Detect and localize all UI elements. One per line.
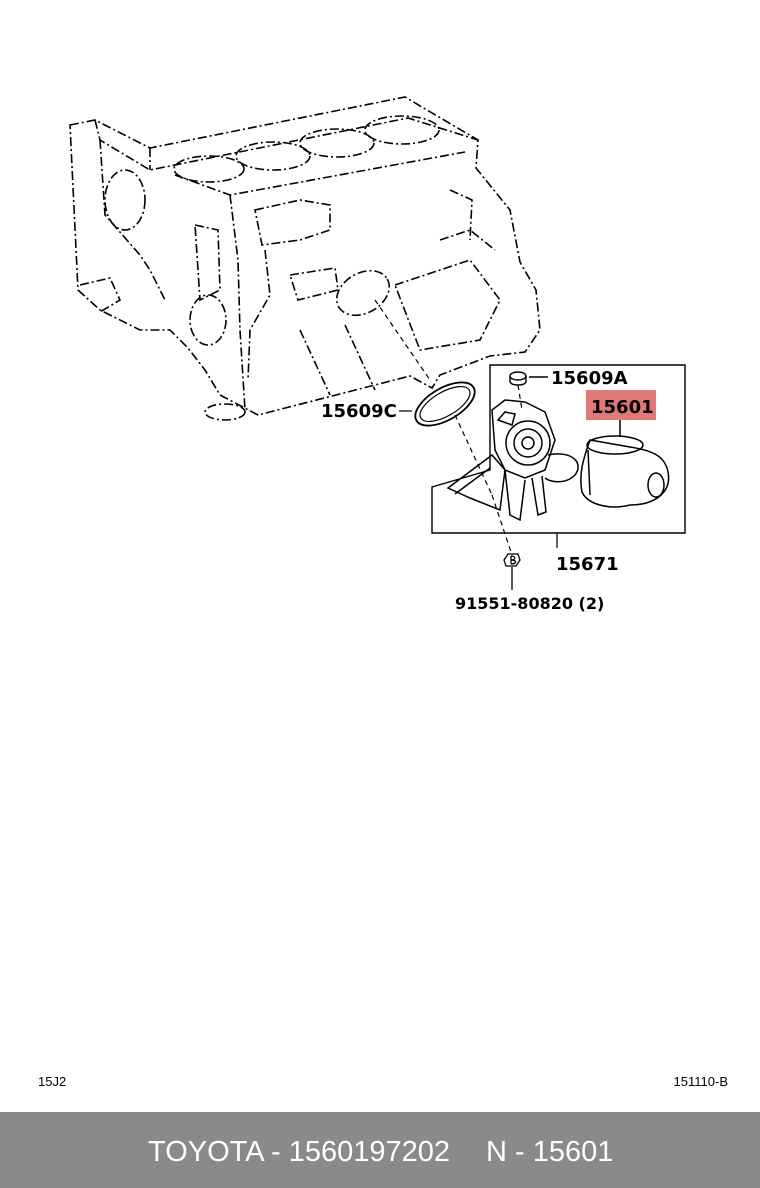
- oil-filter-15601-drawing: [580, 420, 670, 508]
- leader-lines: [374, 299, 523, 556]
- diagram-code-left: 15J2: [38, 1074, 67, 1089]
- nut-15609a-drawing: [509, 371, 548, 386]
- bolt-91551-drawing: [503, 553, 521, 590]
- highlight-15601: [586, 390, 656, 420]
- engine-block-drawing: [69, 96, 541, 421]
- footer-part-code: N - 15601: [486, 1136, 614, 1168]
- label-15671: 15671: [556, 554, 619, 575]
- footer-bar: TOYOTA - 1560197202 N - 15601: [0, 1112, 760, 1188]
- callout-box: [431, 364, 686, 534]
- label-15601: 15601: [591, 397, 654, 418]
- parts-diagram: 15609A 15609C 15601 15671 91551-80820 (2…: [69, 96, 686, 613]
- oil-filter-bracket-drawing: [446, 399, 579, 522]
- label-15609c: 15609C: [321, 401, 397, 422]
- gasket-15609c: [414, 381, 476, 427]
- footer-brand-number: TOYOTA - 1560197202: [148, 1136, 451, 1168]
- label-bolt-91551: 91551-80820 (2): [455, 594, 604, 613]
- diagram-code-right: 151110-B: [673, 1074, 728, 1089]
- label-15609a: 15609A: [551, 368, 628, 389]
